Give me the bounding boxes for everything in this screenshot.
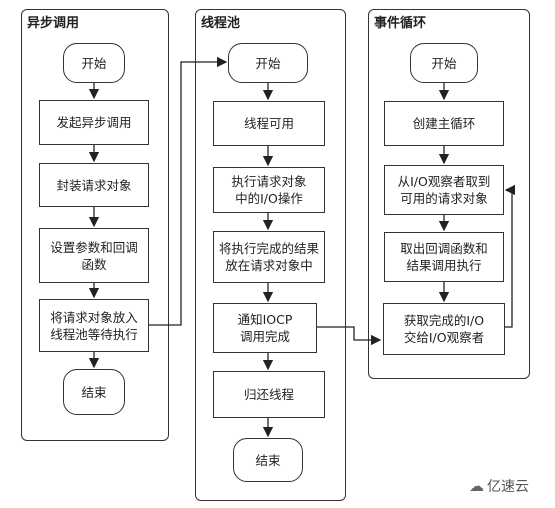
pool-store-result-node: 将执行完成的结果 放在请求对象中 — [213, 231, 325, 283]
lane-title-async-call: 异步调用 — [27, 16, 80, 31]
loop-run-callback-node: 取出回调函数和 结果调用执行 — [384, 232, 504, 282]
async-initiate-call-node: 发起异步调用 — [39, 100, 149, 145]
loop-create-main-node: 创建主循环 — [384, 101, 504, 146]
arrow-loop-back — [504, 184, 516, 328]
pool-thread-available-node: 线程可用 — [213, 101, 325, 146]
async-start-node: 开始 — [63, 43, 125, 83]
loop-start-node: 开始 — [410, 43, 478, 83]
pool-return-thread-node: 归还线程 — [213, 371, 325, 418]
lane-title-event-loop: 事件循环 — [374, 16, 427, 31]
pool-notify-iocp-node: 通知IOCP 调用完成 — [213, 303, 317, 353]
async-set-params-node: 设置参数和回调 函数 — [39, 228, 149, 283]
loop-take-request-node: 从I/O观察者取到 可用的请求对象 — [384, 165, 504, 215]
async-enqueue-node: 将请求对象放入 线程池等待执行 — [39, 299, 149, 352]
pool-end-node: 结束 — [233, 438, 303, 482]
loop-hand-to-observer-node: 获取完成的I/O 交给I/O观察者 — [383, 303, 505, 355]
lane-title-thread-pool: 线程池 — [201, 16, 241, 31]
watermark: ☁ 亿速云 — [469, 476, 529, 496]
watermark-text: 亿速云 — [487, 479, 529, 495]
pool-execute-io-node: 执行请求对象 中的I/O操作 — [213, 167, 325, 213]
async-wrap-request-node: 封装请求对象 — [39, 163, 149, 207]
cloud-logo-icon: ☁ — [469, 477, 484, 495]
arrow-async-to-pool — [148, 56, 228, 326]
async-end-node: 结束 — [63, 369, 125, 415]
pool-start-node: 开始 — [228, 43, 308, 83]
arrow-pool-to-loop — [317, 326, 382, 346]
